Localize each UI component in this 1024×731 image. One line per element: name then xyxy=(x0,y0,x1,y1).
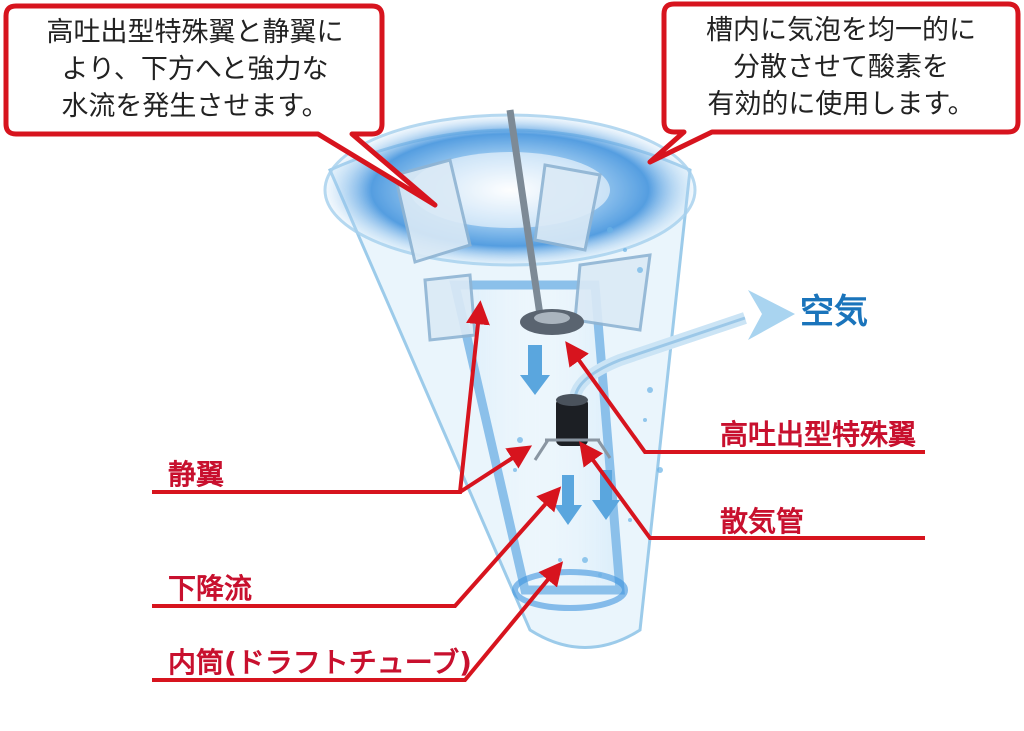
leader-stator-2 xyxy=(458,445,533,494)
callout-left-text: 高吐出型特殊翼と静翼に より、下方へと強力な 水流を発生させます。 xyxy=(22,14,368,125)
callout-right-text: 槽内に気泡を均一的に 分散させて酸素を 有効的に使用します。 xyxy=(676,12,1006,123)
shaft xyxy=(506,109,544,316)
label-draft-tube: 内筒(ドラフトチューブ) xyxy=(168,646,472,679)
downflow-arrows xyxy=(520,345,620,525)
callout-right-bubble xyxy=(647,1,1021,165)
leader-lines xyxy=(152,300,925,682)
callout-left-line-1: 高吐出型特殊翼と静翼に xyxy=(46,17,344,48)
label-stator: 静翼 xyxy=(168,458,225,491)
label-downflow: 下降流 xyxy=(168,572,253,605)
leader-draft-tube xyxy=(152,561,564,682)
leader-diffuser xyxy=(579,441,925,540)
callout-right-line-2: 分散させて酸素を xyxy=(733,52,949,83)
callout-right-line-3: 有効的に使用します。 xyxy=(707,89,975,120)
callout-left-line-2: より、下方へと強力な xyxy=(61,54,329,85)
diffuser xyxy=(533,394,612,461)
label-impeller: 高吐出型特殊翼 xyxy=(720,418,917,451)
leader-impeller xyxy=(565,341,925,454)
bubbles xyxy=(513,227,663,577)
callout-left-bubble xyxy=(3,3,438,208)
label-air: 空気 xyxy=(800,292,868,332)
impeller xyxy=(520,309,584,335)
callout-left-line-3: 水流を発生させます。 xyxy=(61,91,329,122)
callout-right-line-1: 槽内に気泡を均一的に xyxy=(706,15,976,46)
label-diffuser: 散気管 xyxy=(720,505,805,538)
leader-downflow xyxy=(152,486,562,608)
